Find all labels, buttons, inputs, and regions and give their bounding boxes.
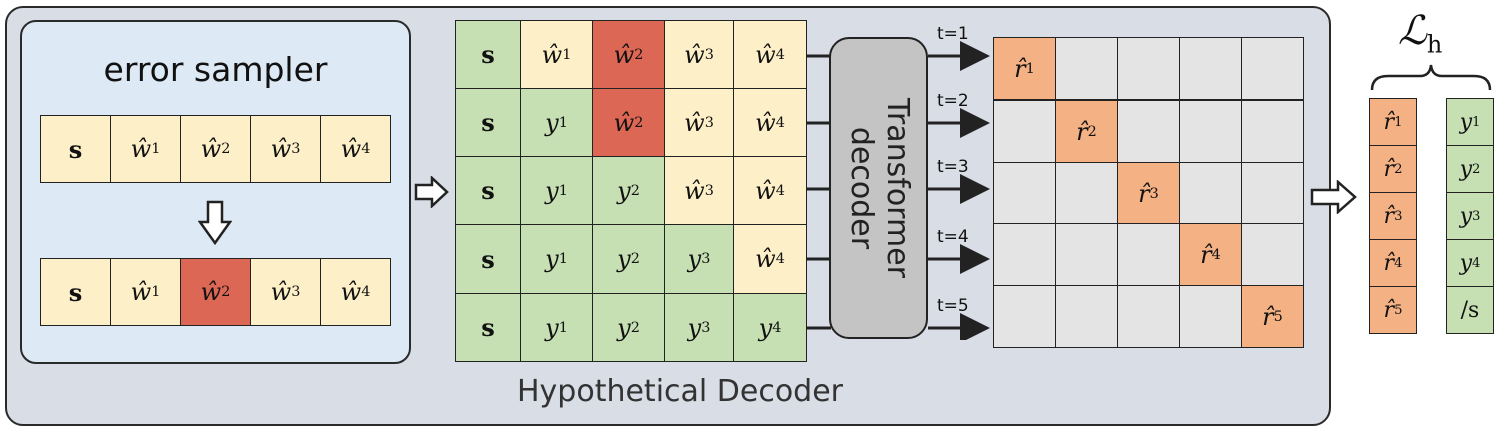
timestep-label: t=2 [937, 91, 969, 111]
empty-grid-cell [1241, 100, 1304, 163]
empty-grid-cell [993, 162, 1056, 225]
empty-grid-cell [1179, 162, 1242, 225]
empty-grid-cell [993, 223, 1056, 286]
output-token: r̂5 [1369, 286, 1417, 334]
matrix-cell: s [455, 20, 521, 89]
output-token: r̂3 [1369, 192, 1417, 240]
empty-grid-cell [1241, 37, 1304, 100]
empty-grid-cell [1117, 285, 1180, 348]
empty-grid-cell [1179, 100, 1242, 163]
output-token-cell: r̂1 [993, 37, 1056, 100]
matrix-cell: s [455, 156, 521, 225]
timestep-label: t=1 [937, 24, 969, 44]
timestep-label: t=4 [937, 227, 969, 247]
output-token: r̂1 [1369, 98, 1417, 146]
empty-grid-cell [1055, 162, 1118, 225]
empty-grid-cell [1241, 223, 1304, 286]
empty-grid-cell [1117, 223, 1180, 286]
loss-label: ℒh [1398, 8, 1488, 68]
matrix-cell: s [455, 88, 521, 157]
brace-icon [1370, 64, 1492, 91]
token-cell: s [40, 115, 111, 183]
output-token-cell: r̂5 [1241, 285, 1304, 348]
empty-grid-cell [1055, 285, 1118, 348]
empty-grid-cell [1241, 162, 1304, 225]
empty-grid-cell [993, 285, 1056, 348]
empty-grid-cell [1117, 100, 1180, 163]
timestep-arrows [928, 41, 990, 340]
error-sampler-title: error sampler [103, 50, 328, 89]
token-cell: s [40, 258, 111, 326]
empty-grid-cell [1055, 37, 1118, 100]
empty-grid-cell [1117, 37, 1180, 100]
right-arrow-icon [414, 176, 449, 208]
empty-grid-cell [1055, 223, 1118, 286]
decoder-label-line2: decoder [843, 126, 879, 250]
matrix-cell: s [455, 293, 521, 362]
right-arrow-icon [1310, 180, 1357, 214]
output-token-cell: r̂4 [1179, 223, 1242, 286]
empty-grid-cell [1179, 37, 1242, 100]
matrix-cell: s [455, 224, 521, 294]
target-token: /s [1446, 286, 1494, 334]
transformer-decoder-block: Transformer decoder [829, 37, 928, 339]
matrix-to-decoder-connectors [807, 54, 831, 330]
output-token-cell: r̂3 [1117, 162, 1180, 225]
empty-grid-cell [1179, 285, 1242, 348]
caption: Hypothetical Decoder [516, 374, 844, 409]
timestep-label: t=3 [937, 157, 969, 177]
output-token-cell: r̂2 [1055, 100, 1118, 163]
output-token: r̂2 [1369, 145, 1417, 193]
empty-grid-cell [993, 100, 1056, 163]
timestep-label: t=5 [937, 296, 969, 316]
output-token: r̂4 [1369, 239, 1417, 287]
decoder-label-line1: Transformer [879, 97, 915, 279]
loss-label-text: ℒh [1398, 8, 1443, 59]
down-arrow-icon [198, 200, 232, 246]
